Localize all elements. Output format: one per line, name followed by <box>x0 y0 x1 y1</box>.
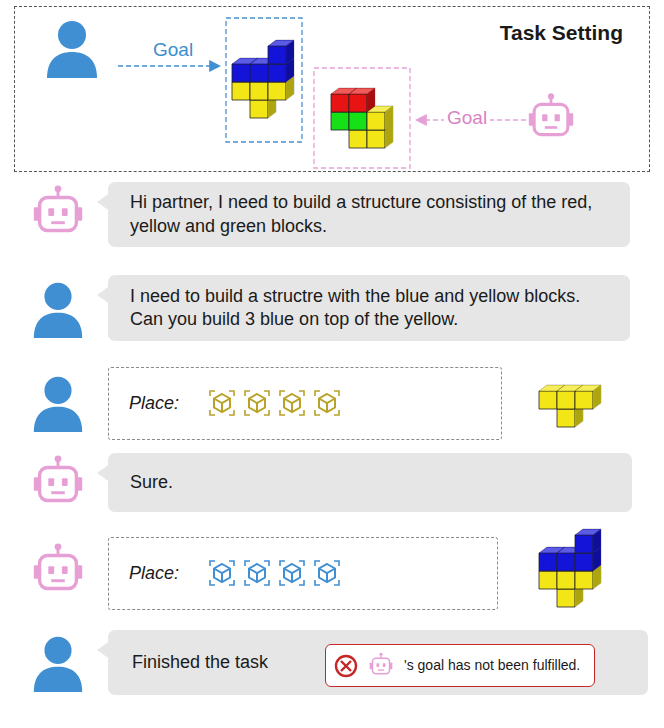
robot-icon <box>34 455 82 500</box>
human-icon <box>34 377 82 432</box>
human-message-bubble: Finished the task 's goal has not been fu… <box>108 630 648 695</box>
fail-icon <box>336 656 356 676</box>
human-icon <box>34 283 82 338</box>
yellow-structure <box>539 385 601 427</box>
yellow-block-icons <box>210 391 339 415</box>
robot-message-bubble: Sure. <box>108 453 632 512</box>
robot-message-bubble: Hi partner, I need to build a structure … <box>108 182 630 247</box>
blue-block-icons <box>210 561 339 585</box>
node-text: Sure. <box>130 471 173 494</box>
node-text: Finished the task <box>132 651 268 674</box>
robot-icon <box>34 543 82 588</box>
goal-label: Goal <box>150 39 196 62</box>
node-text: Task Setting <box>500 19 623 46</box>
robot-icon <box>370 653 393 674</box>
robot-goal-frame <box>314 68 410 168</box>
goal-label: Goal <box>444 107 490 130</box>
robot-goal-structure <box>331 88 393 148</box>
human-icon <box>47 21 97 78</box>
task-setting-panel: Task Setting <box>14 6 650 172</box>
node-text: Hi partner, I need to build a structure … <box>130 191 608 238</box>
place-action-box: Place: <box>108 537 498 610</box>
node-text: I need to build a structre with the blue… <box>130 285 608 332</box>
human-goal-structure <box>232 40 294 118</box>
human-goal-frame <box>226 18 302 142</box>
place-action-box: Place: <box>108 367 502 440</box>
node-text: 's goal has not been fulfilled. <box>404 656 580 674</box>
goal-status-badge: 's goal has not been fulfilled. <box>325 644 595 687</box>
goal-arrow <box>118 65 220 67</box>
blue-yellow-structure <box>539 529 601 607</box>
human-message-bubble: I need to build a structre with the blue… <box>108 275 630 341</box>
node-text: Place: <box>129 562 179 585</box>
node-text: Place: <box>129 392 179 415</box>
human-icon <box>34 637 82 692</box>
robot-icon <box>34 185 82 230</box>
robot-icon <box>529 93 573 134</box>
